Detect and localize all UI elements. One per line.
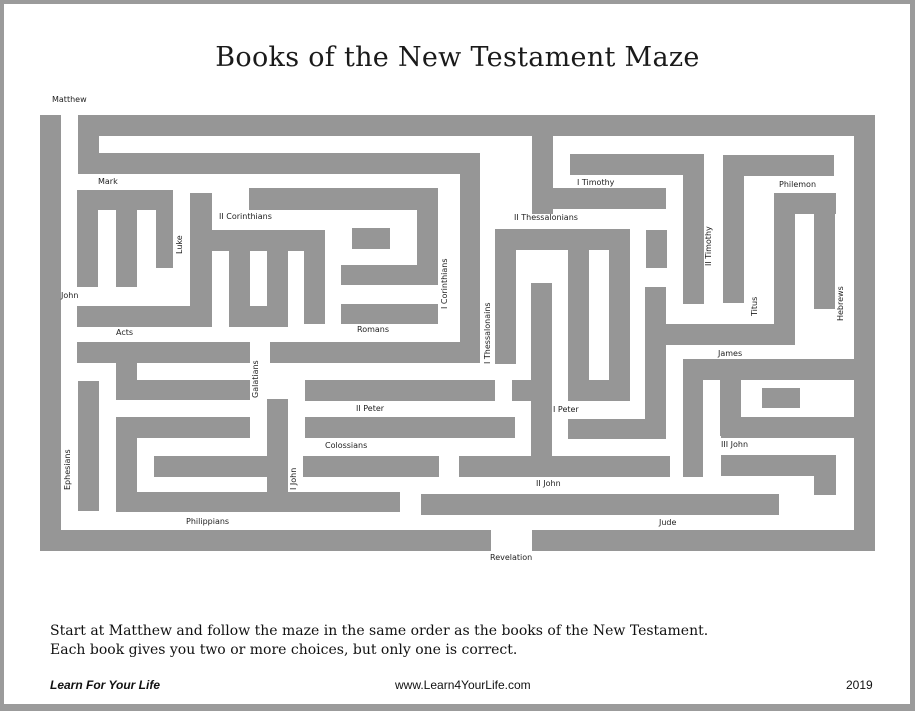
maze-wall [352,228,390,249]
footer-year: 2019 [846,678,873,692]
maze-wall [77,342,250,363]
label-hebrews: Hebrews [836,286,845,321]
maze-wall [683,359,855,380]
maze-wall [78,153,480,174]
maze-wall [304,230,325,324]
maze-wall [305,380,495,401]
instructions: Start at Matthew and follow the maze in … [50,622,708,660]
label-jude: Jude [659,518,677,527]
maze-wall [78,381,99,511]
maze-wall [645,324,795,345]
footer-brand: Learn For Your Life [50,678,161,692]
maze-wall [305,417,515,438]
maze-wall [40,115,61,551]
maze-wall [421,494,779,515]
maze-wall [116,380,250,400]
maze-wall [116,190,137,287]
maze-wall [303,456,439,477]
maze-wall [723,155,834,176]
footer-url: www.Learn4YourLife.com [395,678,531,692]
label-luke: Luke [175,235,184,254]
label-iii-john: III John [721,440,749,449]
label-ii-peter: II Peter [356,404,385,413]
instructions-line-1: Start at Matthew and follow the maze in … [50,623,709,639]
label-philippians: Philippians [186,517,230,526]
maze-wall [814,455,836,495]
label-james: James [718,349,743,358]
maze-wall [532,530,875,551]
maze-wall [267,230,288,327]
maze-wall [645,287,666,439]
maze-wall [609,229,630,401]
maze-wall [270,342,480,363]
label-mark: Mark [98,177,118,186]
label-i-timothy: I Timothy [577,178,615,187]
label-ii-john: II John [536,479,561,488]
label-ii-thessalonians: II Thessalonians [514,213,578,222]
label-revelation: Revelation [490,553,533,562]
maze-wall [229,230,250,327]
maze-wall [40,530,491,551]
maze-wall [723,155,744,303]
label-philemon: Philemon [779,180,817,189]
label-galatians: Galatians [251,360,260,398]
maze-wall [156,190,173,268]
maze-wall [154,456,288,477]
instructions-line-2: Each book gives you two or more choices,… [50,642,518,658]
label-ii-timothy: II Timothy [704,226,713,266]
label-colossians: Colossians [325,441,368,450]
maze-wall [854,115,875,551]
label-titus: Titus [750,296,759,316]
maze-wall [721,455,836,476]
maze-wall [683,359,703,477]
label-i-thessalonians: I Thessalonains [483,302,492,364]
maze-wall [646,230,667,268]
maze-wall [568,229,589,401]
label-i-corinthians: I Corinthians [440,258,449,309]
maze-wall [77,190,98,287]
maze-wall [460,153,480,363]
label-romans: Romans [357,325,390,334]
maze-wall [721,417,855,438]
maze-wall [774,193,795,345]
maze-wall [116,417,250,438]
label-i-peter: I Peter [553,405,579,414]
label-i-john: I John [289,467,298,490]
maze-wall [190,193,212,327]
maze-wall [116,492,400,512]
maze-wall [116,417,137,511]
label-matthew: Matthew [52,95,87,104]
maze-wall [495,229,516,364]
label-ii-corinthians: II Corinthians [219,212,272,221]
label-john: John [61,291,79,300]
maze-wall [459,456,670,477]
maze-wall [720,359,741,436]
page-title: Books of the New Testament Maze [215,42,700,73]
maze-wall [683,154,704,304]
label-ephesians: Ephesians [63,449,72,490]
maze-wall [570,154,704,175]
label-acts: Acts [116,328,134,337]
maze-wall [78,115,875,136]
maze-wall [495,229,630,250]
maze-wall [531,283,552,477]
maze-wall [77,306,212,327]
maze-wall [568,419,666,439]
maze-wall [532,188,666,209]
maze-wall [341,304,438,324]
maze-wall [341,265,438,285]
maze-wall [267,399,288,492]
maze-wall [249,188,438,210]
maze-wall [417,188,438,285]
maze-wall [814,193,835,309]
maze-wall [762,388,800,408]
